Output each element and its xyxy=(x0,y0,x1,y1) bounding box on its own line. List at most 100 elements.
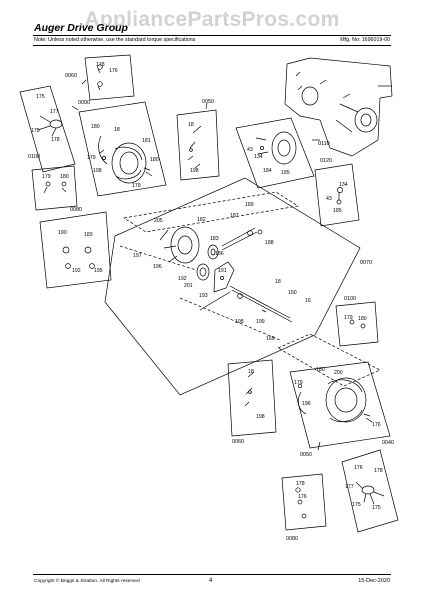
part-label: 179 xyxy=(42,174,51,180)
part-label: 198 xyxy=(93,168,102,174)
part-label: 184 xyxy=(263,168,272,174)
part-label: 18 xyxy=(188,122,194,128)
label-group-0100-right: 0100 xyxy=(344,296,356,302)
part-label: 199 xyxy=(256,319,265,325)
part-label: 185 xyxy=(281,170,290,176)
part-label: 180 xyxy=(316,367,325,373)
watermark: AppliancePartsPros.com xyxy=(84,8,340,31)
part-label: 176 xyxy=(109,68,118,74)
part-label: 178 xyxy=(296,481,305,487)
part-label: 18 xyxy=(114,127,120,133)
group-0080-box xyxy=(39,211,112,289)
part-label: 175 xyxy=(352,502,361,508)
page-title: Auger Drive Group xyxy=(34,22,128,34)
label-group-0080: 0080 xyxy=(70,207,82,213)
label-group-0110: 0110 xyxy=(318,141,330,147)
label-group-0100: 0100 xyxy=(28,154,40,160)
part-label: 200 xyxy=(334,370,343,376)
part-label: 180 xyxy=(91,124,100,130)
group-0120-box xyxy=(314,163,360,227)
part-label: 192 xyxy=(178,276,187,282)
revision-date: 15-Dec-2020 xyxy=(358,578,390,584)
part-label: 179 xyxy=(87,155,96,161)
part-label: 178 xyxy=(96,62,105,68)
part-label: 192 xyxy=(72,268,81,274)
torque-note: Note: Unless noted otherwise, use the st… xyxy=(34,37,196,43)
part-label: 201 xyxy=(184,283,193,289)
part-label: 196 xyxy=(302,401,311,407)
part-label: 16 xyxy=(305,298,311,304)
part-label: 189 xyxy=(245,202,254,208)
group-0110-box xyxy=(235,117,320,189)
part-label: 205 xyxy=(154,218,163,224)
group-0090-box xyxy=(19,85,167,197)
group-0050-top-box xyxy=(176,102,220,181)
part-label: 175 xyxy=(372,505,381,511)
header-rule-lower xyxy=(33,45,391,46)
mfg-number: Mfg. No: 1696019-00 xyxy=(340,37,390,43)
auger-housing-drawing xyxy=(284,57,393,157)
group-0060-top-box xyxy=(81,54,135,101)
label-group-0050: 0050 xyxy=(202,99,214,105)
label-group-0090: 0090 xyxy=(78,100,90,106)
part-label: 178 xyxy=(374,468,383,474)
part-label: 180 xyxy=(60,174,69,180)
label-group-0120: 0120 xyxy=(320,158,332,164)
part-label: 43 xyxy=(326,196,332,202)
part-label: 198 xyxy=(256,414,265,420)
part-label: 182 xyxy=(197,217,206,223)
group-0070-main-box xyxy=(104,177,381,396)
page-number: 4 xyxy=(209,578,213,584)
label-group-0070: 0070 xyxy=(360,260,372,266)
part-label: 134 xyxy=(339,182,348,188)
part-label: 169 xyxy=(266,336,275,342)
group-0100-right-box xyxy=(335,301,379,347)
part-label: 198 xyxy=(190,168,199,174)
part-label: 193 xyxy=(199,293,208,299)
part-label: 196 xyxy=(153,264,162,270)
part-label: 180 xyxy=(358,316,367,322)
part-label: 176 xyxy=(298,494,307,500)
part-label: 176 xyxy=(372,422,381,428)
part-label: 188 xyxy=(265,240,274,246)
part-label: 191 xyxy=(218,268,227,274)
part-label: 43 xyxy=(247,147,253,153)
part-label: 179 xyxy=(132,183,141,189)
label-group-0060-lower: 0060 xyxy=(232,439,244,445)
group-0080-lower-box xyxy=(281,473,327,531)
copyright: Copyright © Briggs & Stratton. All Right… xyxy=(34,579,140,584)
part-label: 186 xyxy=(215,251,224,257)
label-group-0050-lower: 0050 xyxy=(300,452,312,458)
label-group-0040: 0040 xyxy=(382,440,394,446)
part-label: 187 xyxy=(230,213,239,219)
group-labels: 0060 178 176 0090 175 177 175 178 180 18… xyxy=(28,62,394,542)
part-label: 175 xyxy=(31,128,40,134)
part-label: 195 xyxy=(94,268,103,274)
group-0050-lower-box xyxy=(289,361,391,451)
part-label: 183 xyxy=(84,232,93,238)
part-label: 183 xyxy=(210,236,219,242)
group-0060-lower-box xyxy=(227,359,277,437)
part-label: 150 xyxy=(288,290,297,296)
part-label: 134 xyxy=(254,154,263,160)
part-label: 185 xyxy=(333,208,342,214)
part-label: 175 xyxy=(36,94,45,100)
label-group-0060: 0060 xyxy=(65,73,77,79)
part-label: 197 xyxy=(133,253,142,259)
group-0040-box xyxy=(341,449,399,533)
part-label: 179 xyxy=(294,380,303,386)
header-rule xyxy=(33,35,391,36)
part-label: 177 xyxy=(50,109,59,115)
label-group-0080-lower: 0080 xyxy=(286,536,298,542)
group-0100-left-box xyxy=(31,165,78,211)
part-label: 177 xyxy=(345,484,354,490)
part-label: 176 xyxy=(354,465,363,471)
part-label: 179 xyxy=(344,315,353,321)
part-label: 18 xyxy=(248,369,254,375)
part-label: 18 xyxy=(275,279,281,285)
part-label: 190 xyxy=(58,230,67,236)
part-label: 181 xyxy=(142,138,151,144)
part-label: 198 xyxy=(235,319,244,325)
part-label: 180 xyxy=(150,157,159,163)
